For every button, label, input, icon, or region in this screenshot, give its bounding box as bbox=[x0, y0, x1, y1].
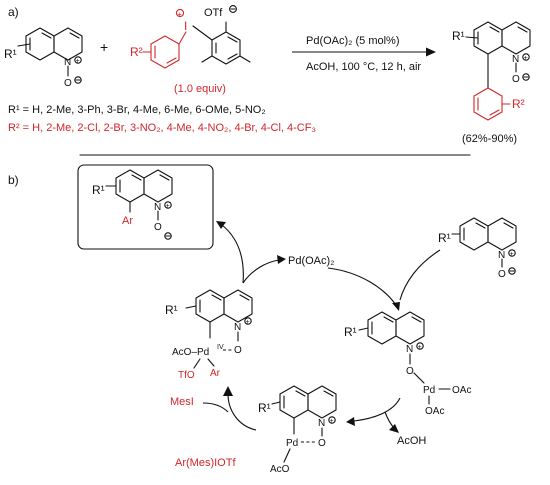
panel-b-label: b) bbox=[8, 173, 19, 187]
reagent-label: Ar(Mes)IOTf bbox=[175, 457, 236, 469]
o-atom: O bbox=[64, 78, 72, 89]
yield-label: (62%-90%) bbox=[462, 133, 517, 145]
n-atom: N bbox=[64, 57, 71, 68]
substrate-o-atom: O bbox=[498, 269, 506, 280]
r1-label: R¹ bbox=[4, 47, 17, 61]
substrate-n-atom: N bbox=[498, 250, 505, 261]
product-o-atom: O bbox=[512, 74, 520, 85]
svg-text:+: + bbox=[524, 55, 528, 62]
adduct-pd-atom: Pd bbox=[423, 385, 435, 396]
panel-a-label: a) bbox=[8, 5, 19, 19]
pallada-aco: AcO bbox=[270, 464, 290, 475]
triflate-label: OTf bbox=[204, 7, 223, 19]
cycle-arrows: AcOH MesI Ar(Mes)IOTf bbox=[170, 221, 441, 469]
palladacycle-intermediate: R¹ N + O Pd AcO bbox=[258, 385, 337, 475]
acoh-byproduct: AcOH bbox=[397, 435, 426, 447]
iodine-atom: I bbox=[184, 19, 187, 33]
adduct-n-atom: N bbox=[406, 344, 413, 355]
svg-text:+: + bbox=[510, 251, 514, 258]
diaryliodonium-salt: R² I + OTf (1.0 equiv) bbox=[130, 5, 251, 95]
pdiv-oxidation-state: IV bbox=[217, 344, 224, 351]
product-r2-label: R² bbox=[512, 97, 525, 111]
box-r1-label: R¹ bbox=[92, 183, 105, 197]
pallada-n-atom: N bbox=[318, 418, 325, 429]
pallada-o-atom: O bbox=[318, 438, 326, 449]
r2-label: R² bbox=[130, 45, 143, 59]
adduct-oac-right: OAc bbox=[452, 385, 471, 396]
box-o-atom: O bbox=[154, 222, 162, 233]
box-n-atom: N bbox=[154, 202, 161, 213]
reaction-arrow: Pd(OAc)₂ (5 mol%) AcOH, 100 °C, 12 h, ai… bbox=[292, 35, 436, 73]
box-ar-label: Ar bbox=[122, 215, 133, 227]
pdiv-tfo: TfO bbox=[178, 370, 195, 381]
r2-substituent-list: R² = H, 2-Me, 2-Cl, 2-Br, 3-NO₂, 4-Me, 4… bbox=[8, 122, 316, 134]
adduct-r1-label: R¹ bbox=[344, 325, 357, 339]
plus-sign: + bbox=[100, 39, 108, 55]
pdiv-r1-label: R¹ bbox=[165, 303, 178, 317]
svg-text:+: + bbox=[330, 418, 334, 425]
equiv-label: (1.0 equiv) bbox=[174, 83, 226, 95]
product-n-atom: N bbox=[512, 54, 519, 65]
pallada-pd-atom: Pd bbox=[286, 438, 298, 449]
r1-substituent-list: R¹ = H, 2-Me, 3-Ph, 3-Br, 4-Me, 6-Me, 6-… bbox=[8, 104, 266, 116]
conditions-top: Pd(OAc)₂ (5 mol%) bbox=[306, 35, 400, 47]
pallada-r1-label: R¹ bbox=[258, 401, 271, 415]
adduct-oac-bottom: OAc bbox=[425, 406, 444, 417]
svg-text:+: + bbox=[76, 58, 80, 65]
product-8-arylquinoline-n-oxide: R¹ N + O R² (62%-90%) bbox=[452, 21, 531, 145]
boxed-product: R¹ Ar N + O bbox=[77, 164, 214, 250]
conditions-bottom: AcOH, 100 °C, 12 h, air bbox=[306, 61, 421, 73]
pd-iv-intermediate: R¹ N + O AcO–Pd IV TfO Ar bbox=[165, 289, 253, 381]
substrate-r1-label: R¹ bbox=[438, 231, 451, 245]
adduct-o-atom: O bbox=[406, 366, 414, 377]
pdiv-o-atom: O bbox=[234, 345, 242, 356]
cycle-substrate: R¹ N + O bbox=[438, 217, 517, 280]
mesi-byproduct: MesI bbox=[170, 396, 194, 408]
pdiv-n-atom: N bbox=[234, 322, 241, 333]
o-bound-pd-adduct: R¹ N + O Pd OAc OAc bbox=[344, 311, 471, 417]
svg-text:+: + bbox=[177, 9, 182, 18]
pdiv-ar: Ar bbox=[210, 368, 221, 379]
product-r1-label: R¹ bbox=[452, 29, 465, 43]
svg-text:+: + bbox=[246, 319, 250, 326]
catalyst-label: Pd(OAc)₂ bbox=[288, 255, 334, 267]
pdiv-aco-pd: AcO–Pd bbox=[172, 347, 209, 358]
quinoline-n-oxide-reactant: R¹ N + O bbox=[4, 27, 83, 89]
svg-text:+: + bbox=[418, 344, 422, 351]
svg-text:+: + bbox=[166, 203, 170, 210]
